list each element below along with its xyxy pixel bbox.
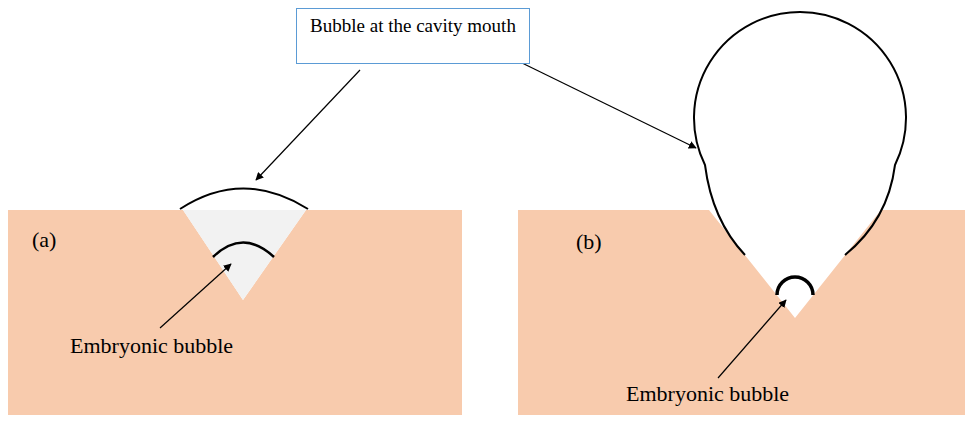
callout-box: Bubble at the cavity mouth	[296, 8, 530, 64]
part-label: Embryonic bubble	[626, 382, 789, 406]
substrate	[518, 210, 965, 415]
mouth-bubble	[180, 189, 308, 210]
callout-text: Bubble at the cavity mouth	[309, 15, 517, 38]
cavity-fill	[183, 210, 306, 300]
leader-arrow	[718, 300, 786, 378]
embryonic-bubble	[213, 243, 274, 258]
leader-arrow	[256, 70, 360, 180]
panel-label: (b)	[576, 230, 602, 254]
embryonic-bubble	[777, 277, 813, 295]
panel-label: (a)	[32, 228, 56, 252]
mouth-bubble	[694, 12, 906, 255]
substrate	[8, 210, 462, 415]
leader-arrow	[160, 264, 231, 328]
part-label: Embryonic bubble	[70, 334, 233, 358]
leader-arrow	[520, 62, 696, 148]
